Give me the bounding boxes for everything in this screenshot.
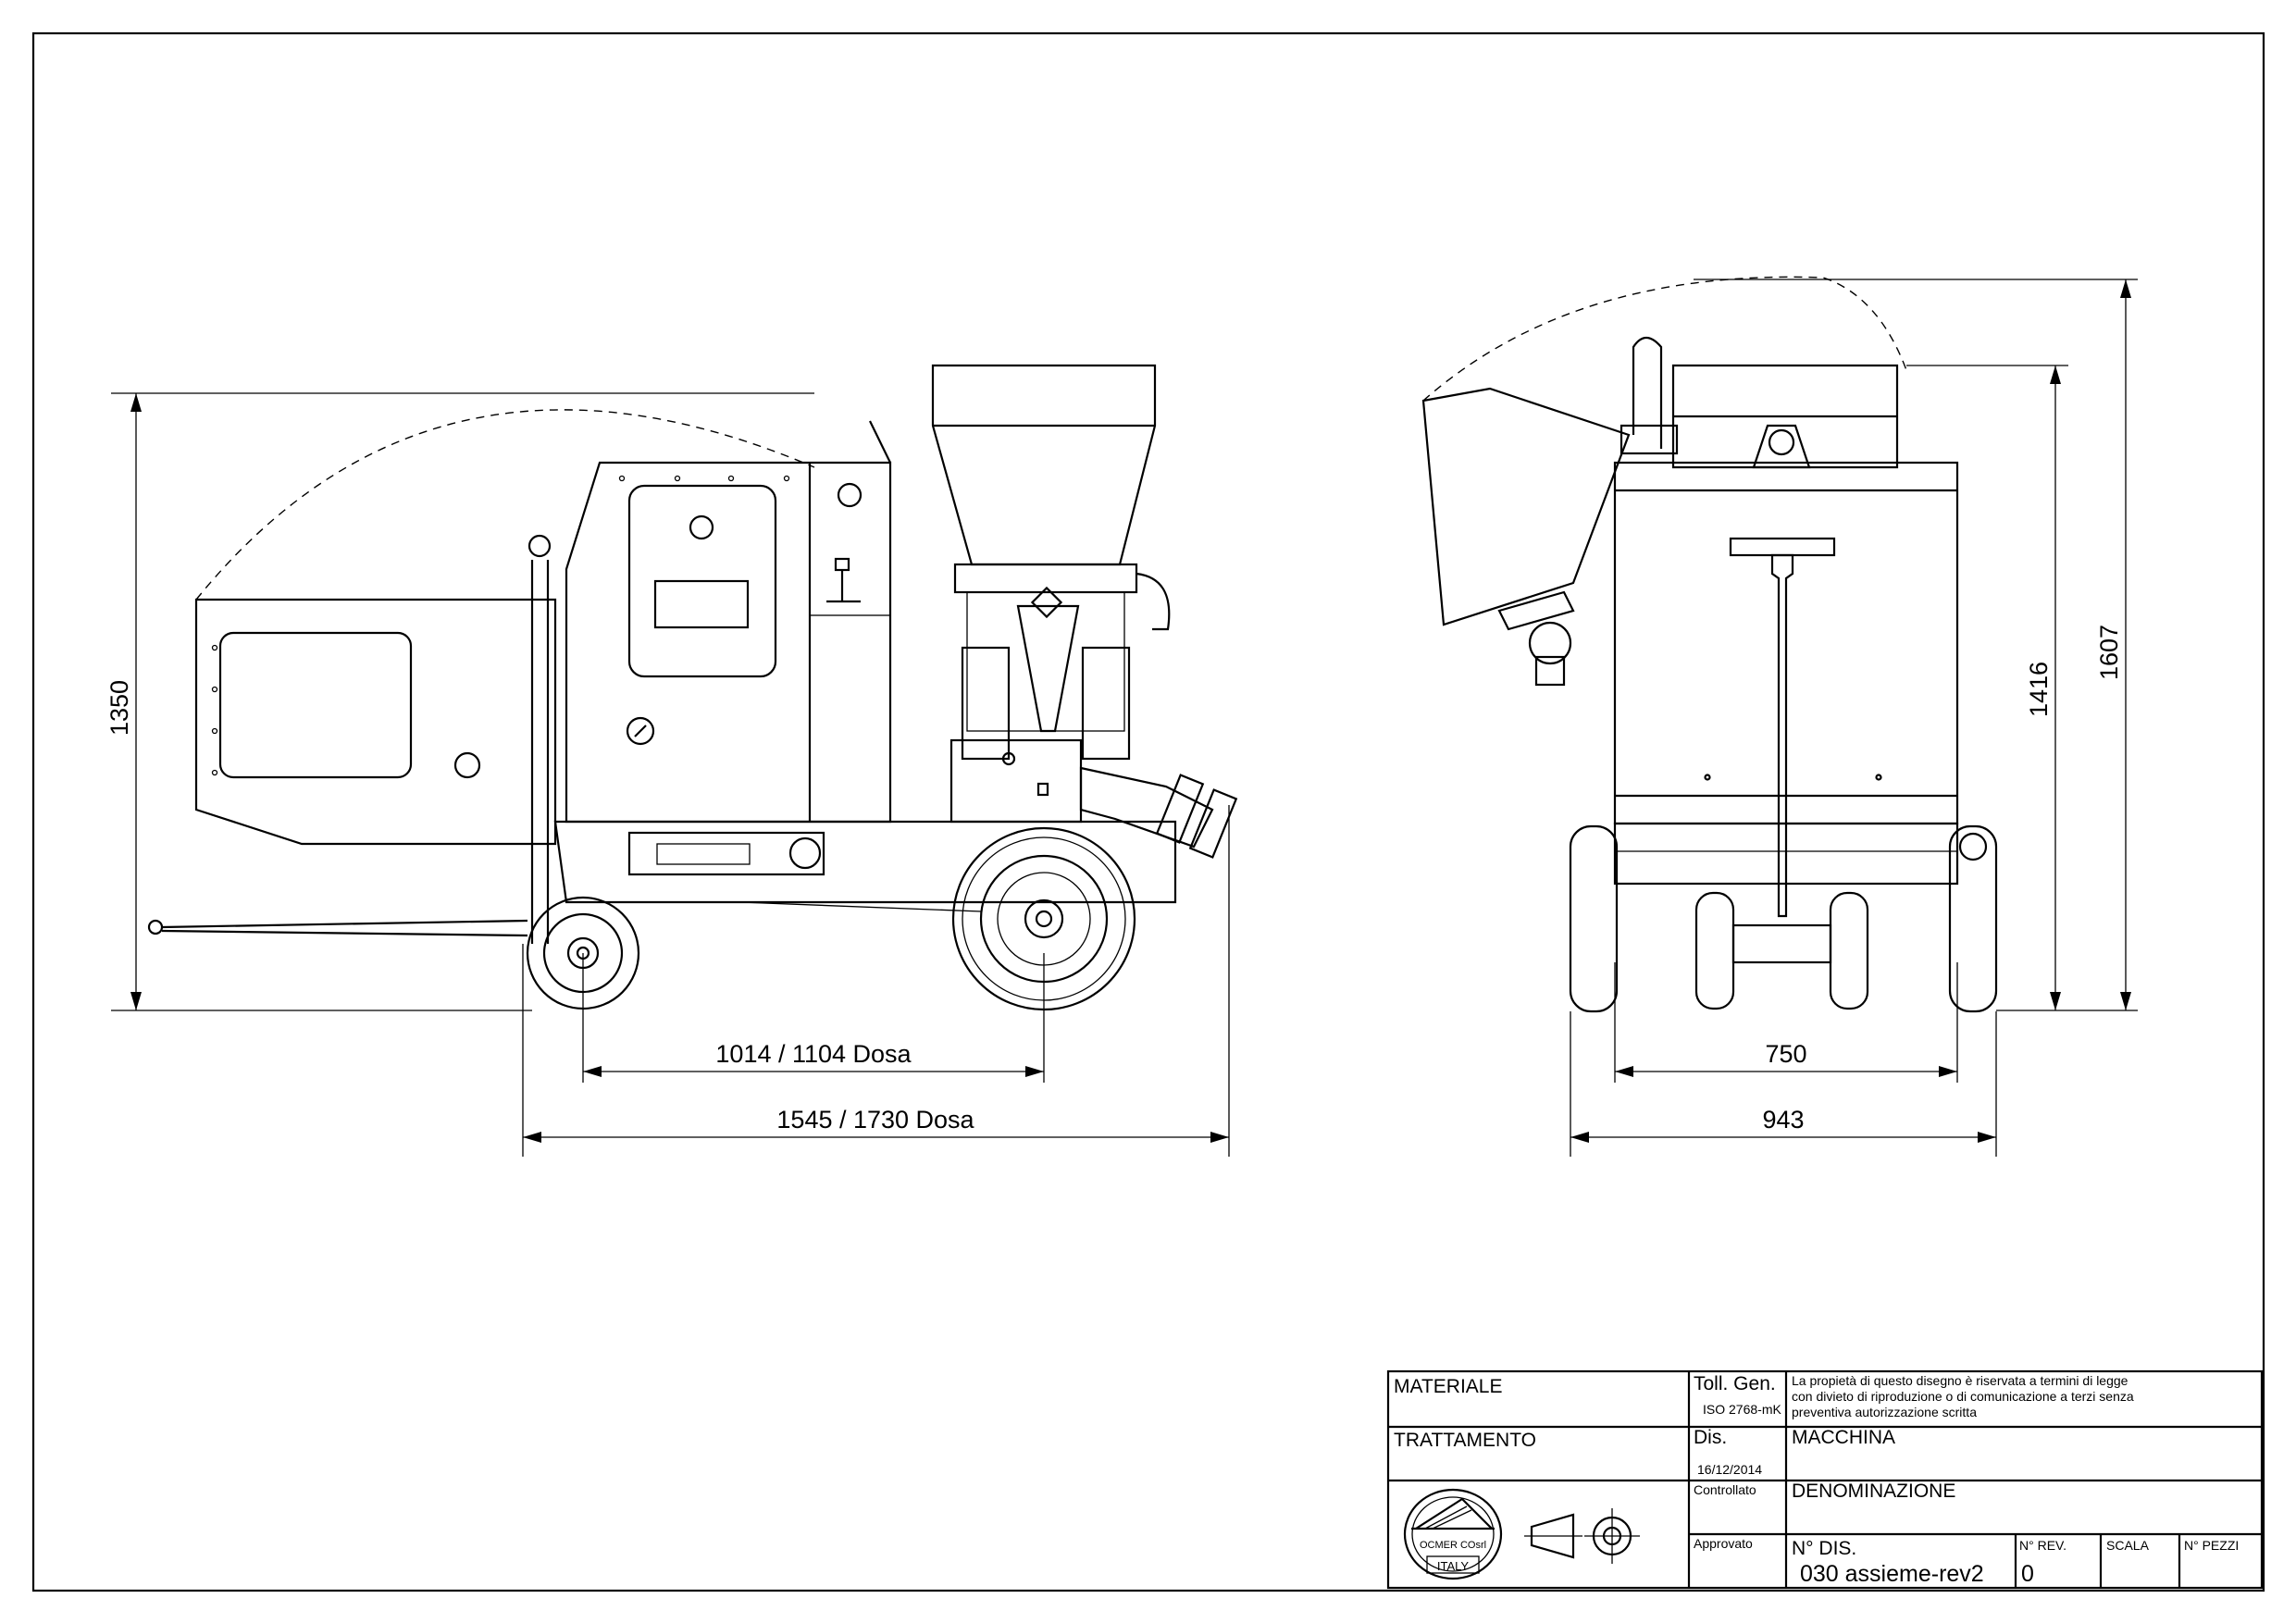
notice-line-1: La propietà di questo disegno è riservat… (1792, 1373, 2128, 1388)
cover-window (218, 631, 413, 779)
hopper (931, 364, 1157, 566)
caster-wheel-right (1829, 891, 1869, 1010)
cover-swing-arc (195, 409, 815, 601)
dim-overall-length: 1545 / 1730 Dosa (776, 1106, 974, 1134)
cabinet-panel (627, 484, 777, 678)
logo-text-top: OCMER COsrl (1420, 1540, 1486, 1551)
ndis-label: N° DIS. (1792, 1538, 1856, 1559)
dim-height-front-body: 1416 (2025, 662, 2053, 717)
control-display (653, 579, 750, 629)
materiale-label: MATERIALE (1394, 1376, 1502, 1397)
company-logo: OCMER COsrl ITALY (1403, 1488, 1503, 1580)
front-view: 1607 1416 750 943 (1421, 276, 2138, 1157)
macchina-label: MACCHINA (1792, 1427, 1895, 1448)
side-view: 1350 1014 / 1104 Dosa 1545 / 1730 Dosa (105, 364, 1238, 1157)
cover-swing-arc-front (1422, 276, 1907, 402)
denominazione-label: DENOMINAZIONE (1792, 1481, 1955, 1502)
caster-wheel-left (1694, 891, 1735, 1010)
open-cover-front (1421, 387, 1631, 626)
notice-line-3: preventiva autorizzazione scritta (1792, 1405, 1977, 1419)
scala-label: SCALA (2106, 1538, 2150, 1553)
dim-track-width: 750 (1765, 1040, 1806, 1068)
t-handle (1729, 537, 1836, 557)
dim-overall-width: 943 (1762, 1106, 1804, 1134)
controllato-label: Controllato (1694, 1482, 1756, 1497)
title-block: MATERIALE TRATTAMENTO Toll. Gen. ISO 276… (1386, 1369, 2264, 1590)
outlet-elbow (1079, 766, 1214, 849)
open-cover (194, 598, 557, 846)
tow-bar (161, 919, 528, 929)
logo-text-bottom: ITALY (1437, 1559, 1470, 1573)
notice-line-2: con divieto di riproduzione o di comunic… (1792, 1389, 2134, 1404)
dim-wheelbase: 1014 / 1104 Dosa (715, 1040, 912, 1068)
gauge (626, 716, 655, 746)
wheel-left-front (1569, 824, 1619, 1013)
pipe-front (1632, 336, 1663, 449)
toll-label: Toll. Gen. (1694, 1373, 1776, 1394)
chassis (553, 820, 1177, 904)
nrev-value: 0 (2021, 1561, 2034, 1587)
hopper-front (1671, 364, 1899, 469)
npezzi-label: N° PEZZI (2184, 1538, 2239, 1553)
motor-base (949, 738, 1083, 824)
dis-date: 16/12/2014 (1697, 1462, 1762, 1477)
dim-height-front-total: 1607 (2095, 625, 2123, 680)
toll-value: ISO 2768-mK (1703, 1402, 1781, 1417)
approvato-label: Approvato (1694, 1536, 1753, 1551)
trattamento-label: TRATTAMENTO (1394, 1430, 1536, 1451)
nrev-label: N° REV. (2019, 1538, 2066, 1553)
sheet-border (31, 31, 2265, 1592)
cover-hole (453, 751, 481, 779)
post-ball (527, 534, 552, 558)
ndis-value: 030 assieme-rev2 (1800, 1561, 1984, 1587)
projection-symbol (1524, 1508, 1640, 1564)
dis-label: Dis. (1694, 1427, 1727, 1448)
main-cabinet (565, 461, 892, 824)
dim-height-side: 1350 (105, 680, 133, 736)
wheel-right-front (1948, 824, 1998, 1013)
